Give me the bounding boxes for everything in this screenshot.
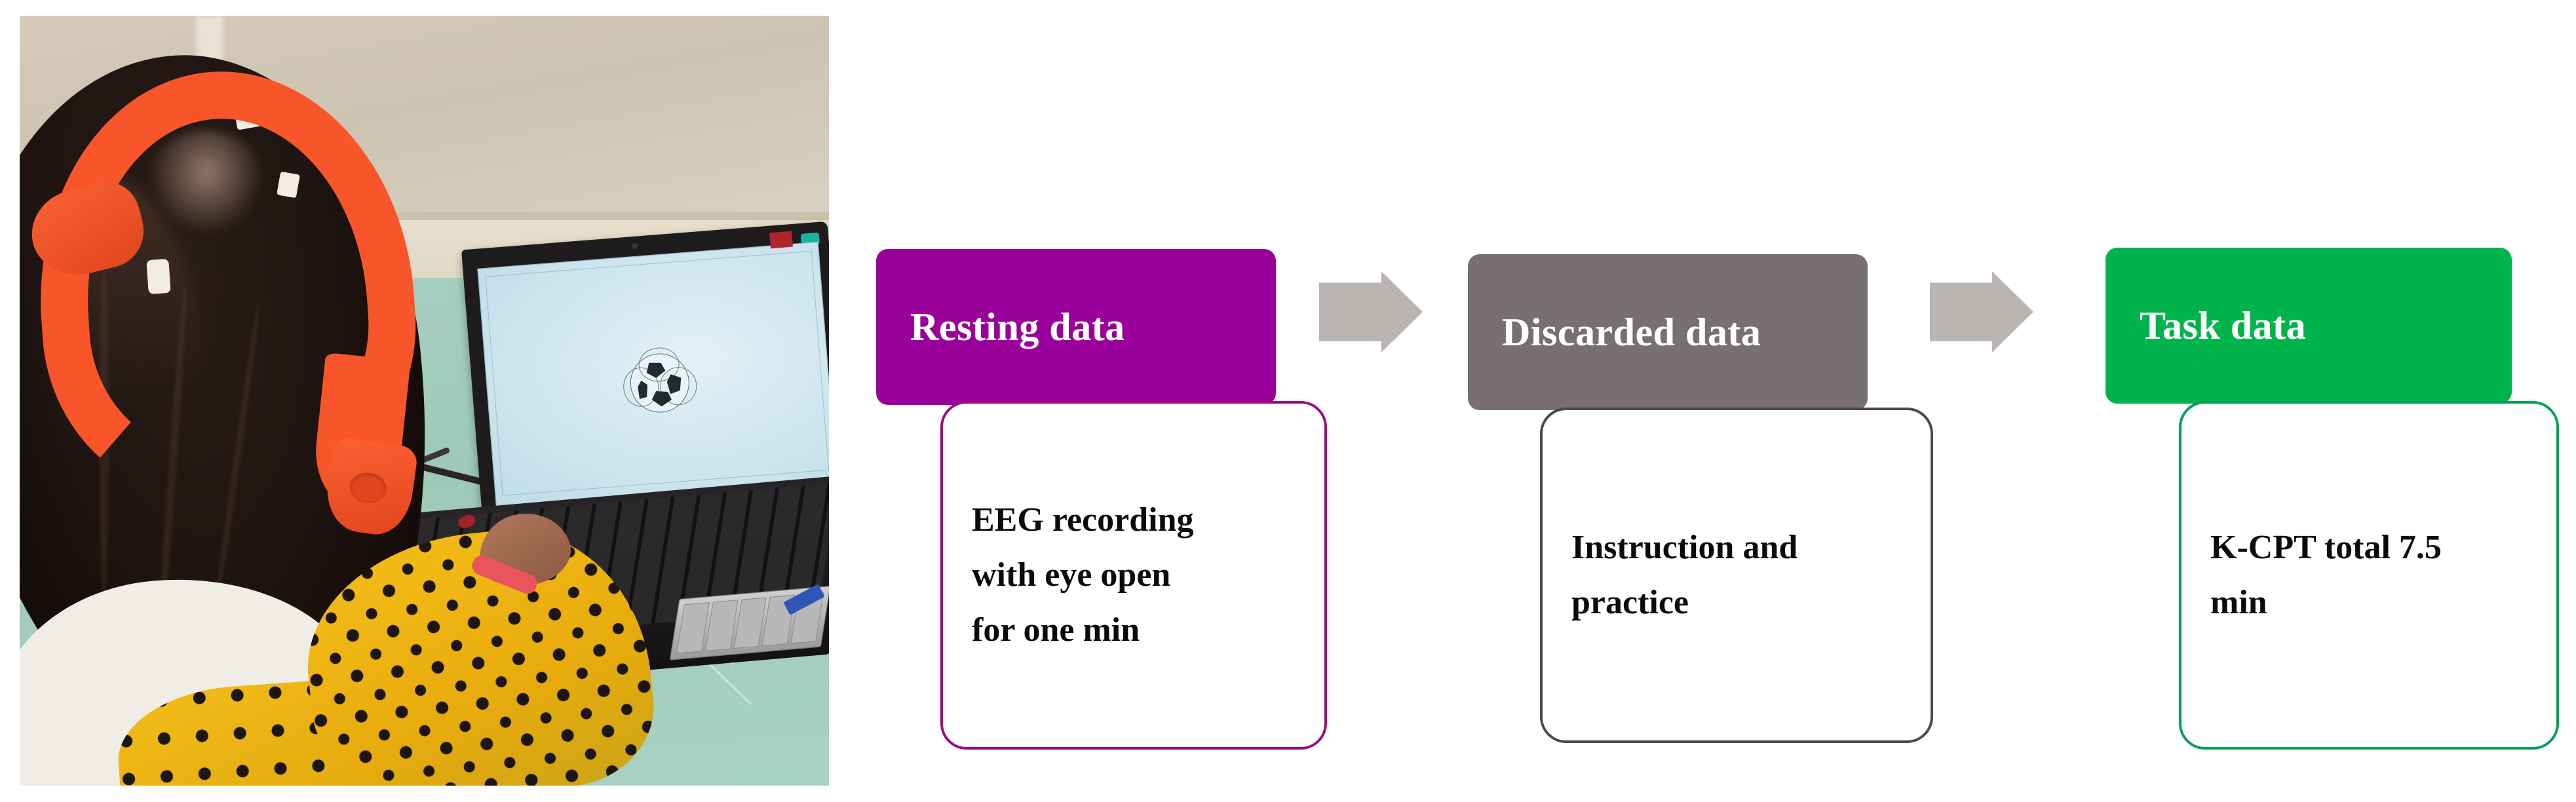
arrow-right-icon: [1319, 271, 1423, 353]
stage-header-resting[interactable]: Resting data: [876, 249, 1276, 405]
stage-body-line: K-CPT total 7.5: [2210, 528, 2442, 566]
stage-body-line: for one min: [972, 611, 1140, 649]
stage-body-line: practice: [1571, 584, 1689, 621]
stage-body-text-discarded: Instruction and practice: [1543, 520, 1826, 630]
experiment-photo: acer: [20, 16, 829, 786]
photo-scene: acer: [20, 16, 829, 786]
stage-body-text-task: K-CPT total 7.5 min: [2182, 520, 2470, 630]
stage-header-discarded[interactable]: Discarded data: [1468, 254, 1868, 410]
flow-arrow-right-1: [1319, 271, 1423, 353]
stage-body-line: with eye open: [972, 556, 1171, 594]
scalp-area: [147, 130, 265, 235]
stage-body-discarded: Instruction and practice: [1540, 408, 1933, 743]
stage-body-text-resting: EEG recording with eye open for one min: [943, 493, 1222, 659]
stage-header-task[interactable]: Task data: [2105, 248, 2512, 404]
flow-arrow-right-2: [1930, 271, 2033, 353]
stage-body-resting: EEG recording with eye open for one min: [940, 401, 1327, 750]
stage-body-task: K-CPT total 7.5 min: [2179, 401, 2559, 750]
stage-body-line: EEG recording: [972, 501, 1194, 539]
arrow-right-icon: [1930, 271, 2033, 353]
stage-body-line: Instruction and: [1571, 528, 1798, 566]
stage-body-line: min: [2210, 584, 2267, 621]
wall-trim: [374, 212, 829, 220]
